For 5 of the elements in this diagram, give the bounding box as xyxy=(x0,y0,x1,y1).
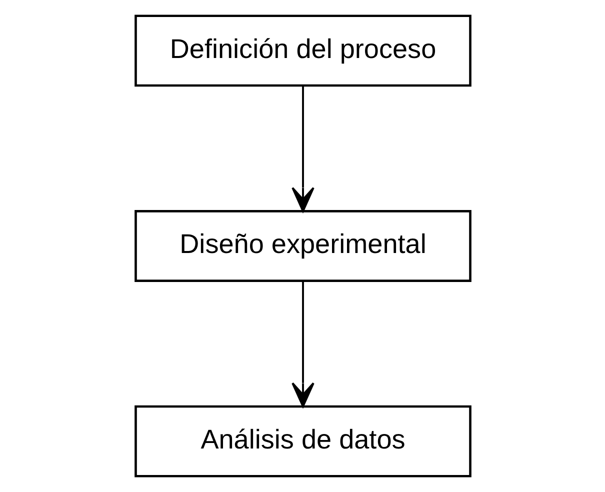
node-box: Diseño experimental xyxy=(134,210,471,282)
arrow xyxy=(291,86,314,212)
arrow xyxy=(291,281,314,408)
node-box: Definición del proceso xyxy=(134,14,471,87)
node-box: Análisis de datos xyxy=(134,405,471,478)
